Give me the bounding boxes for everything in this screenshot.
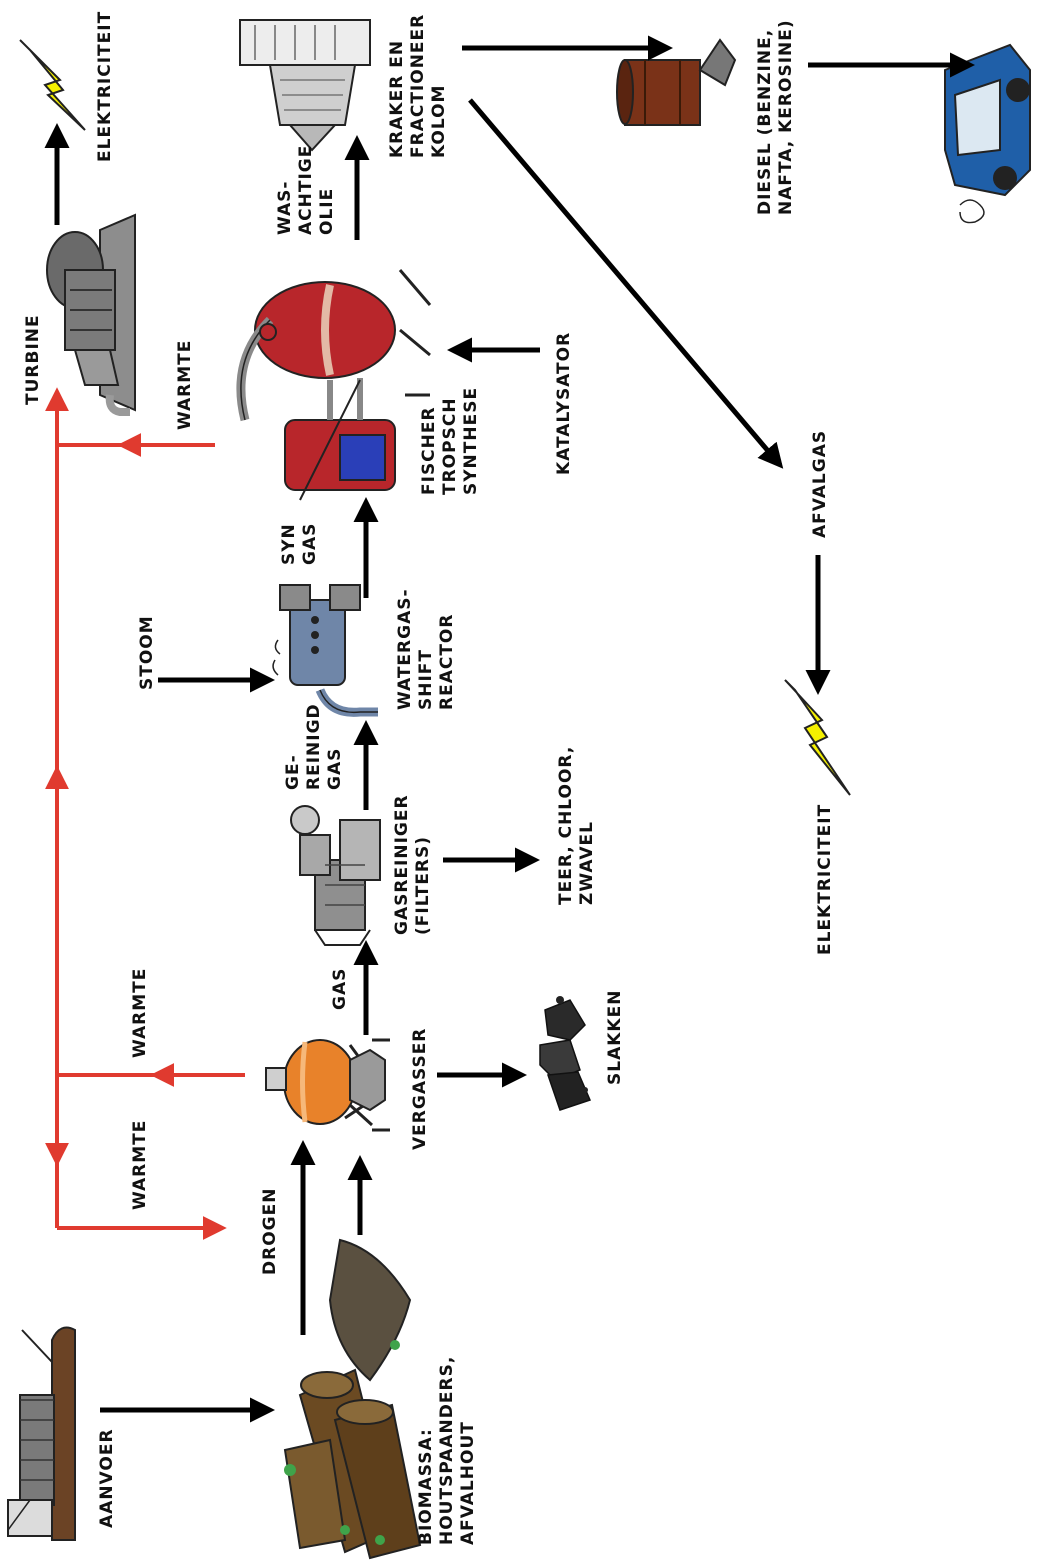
turbine-icon xyxy=(46,213,136,416)
label-syngas: SYN GAS xyxy=(279,516,320,565)
ship-icon xyxy=(7,1326,76,1541)
label-elektriciteit-top: ELEKTRICITEIT xyxy=(95,11,115,162)
label-warmte-1: WARMTE xyxy=(130,1120,150,1210)
car-icon xyxy=(944,43,1031,224)
label-vergasser: VERGASSER xyxy=(410,1028,430,1150)
label-wasachtige: WAS- ACHTIGE OLIE xyxy=(275,138,337,235)
label-biomassa: BIOMASSA: HOUTSPAANDERS, AFVALHOUT xyxy=(416,1349,478,1545)
label-gas: GAS xyxy=(330,968,350,1010)
label-gereinigd: GE- REINIGD GAS xyxy=(283,696,345,790)
label-watergas: WATERGAS- SHIFT REACTOR xyxy=(395,582,457,710)
label-aanvoer: AANVOER xyxy=(97,1428,117,1528)
label-katalysator: KATALYSATOR xyxy=(554,332,574,475)
label-diesel: DIESEL (BENZINE, NAFTA, KEROSINE) xyxy=(755,19,796,215)
label-warmte-3: WARMTE xyxy=(175,340,195,430)
label-kraker: KRAKER EN FRACTIONEER KOLOM xyxy=(387,7,449,158)
label-slakken: SLAKKEN xyxy=(605,990,625,1085)
label-teer: TEER, CHLOOR, ZWAVEL xyxy=(556,739,597,905)
label-stoom: STOOM xyxy=(137,615,157,690)
flow-arrows xyxy=(44,35,975,1423)
label-warmte-2: WARMTE xyxy=(130,968,150,1058)
fischer-tropsch-icon xyxy=(236,269,432,501)
label-turbine: TURBINE xyxy=(23,314,43,405)
label-drogen: DROGEN xyxy=(260,1188,280,1275)
gasifier-icon xyxy=(265,1038,390,1132)
label-gasreiniger: GASREINIGER (FILTERS) xyxy=(392,787,433,935)
label-elektriciteit-bottom: ELEKTRICITEIT xyxy=(815,804,835,955)
oil-barrel-icon xyxy=(616,38,737,126)
shift-reactor-icon xyxy=(272,584,378,717)
slag-icon xyxy=(539,996,592,1111)
cracker-column-icon xyxy=(239,19,371,152)
label-fischer: FISCHER TROPSCH SYNTHESE xyxy=(419,387,481,495)
gas-cleaner-icon xyxy=(290,805,381,946)
heat-flows xyxy=(45,387,245,1240)
lightning-icon-bottom xyxy=(784,679,851,796)
biomass-logs-icon xyxy=(283,1238,422,1560)
lightning-icon-top xyxy=(19,39,86,131)
label-afvalgas: AFVALGAS xyxy=(810,430,830,538)
